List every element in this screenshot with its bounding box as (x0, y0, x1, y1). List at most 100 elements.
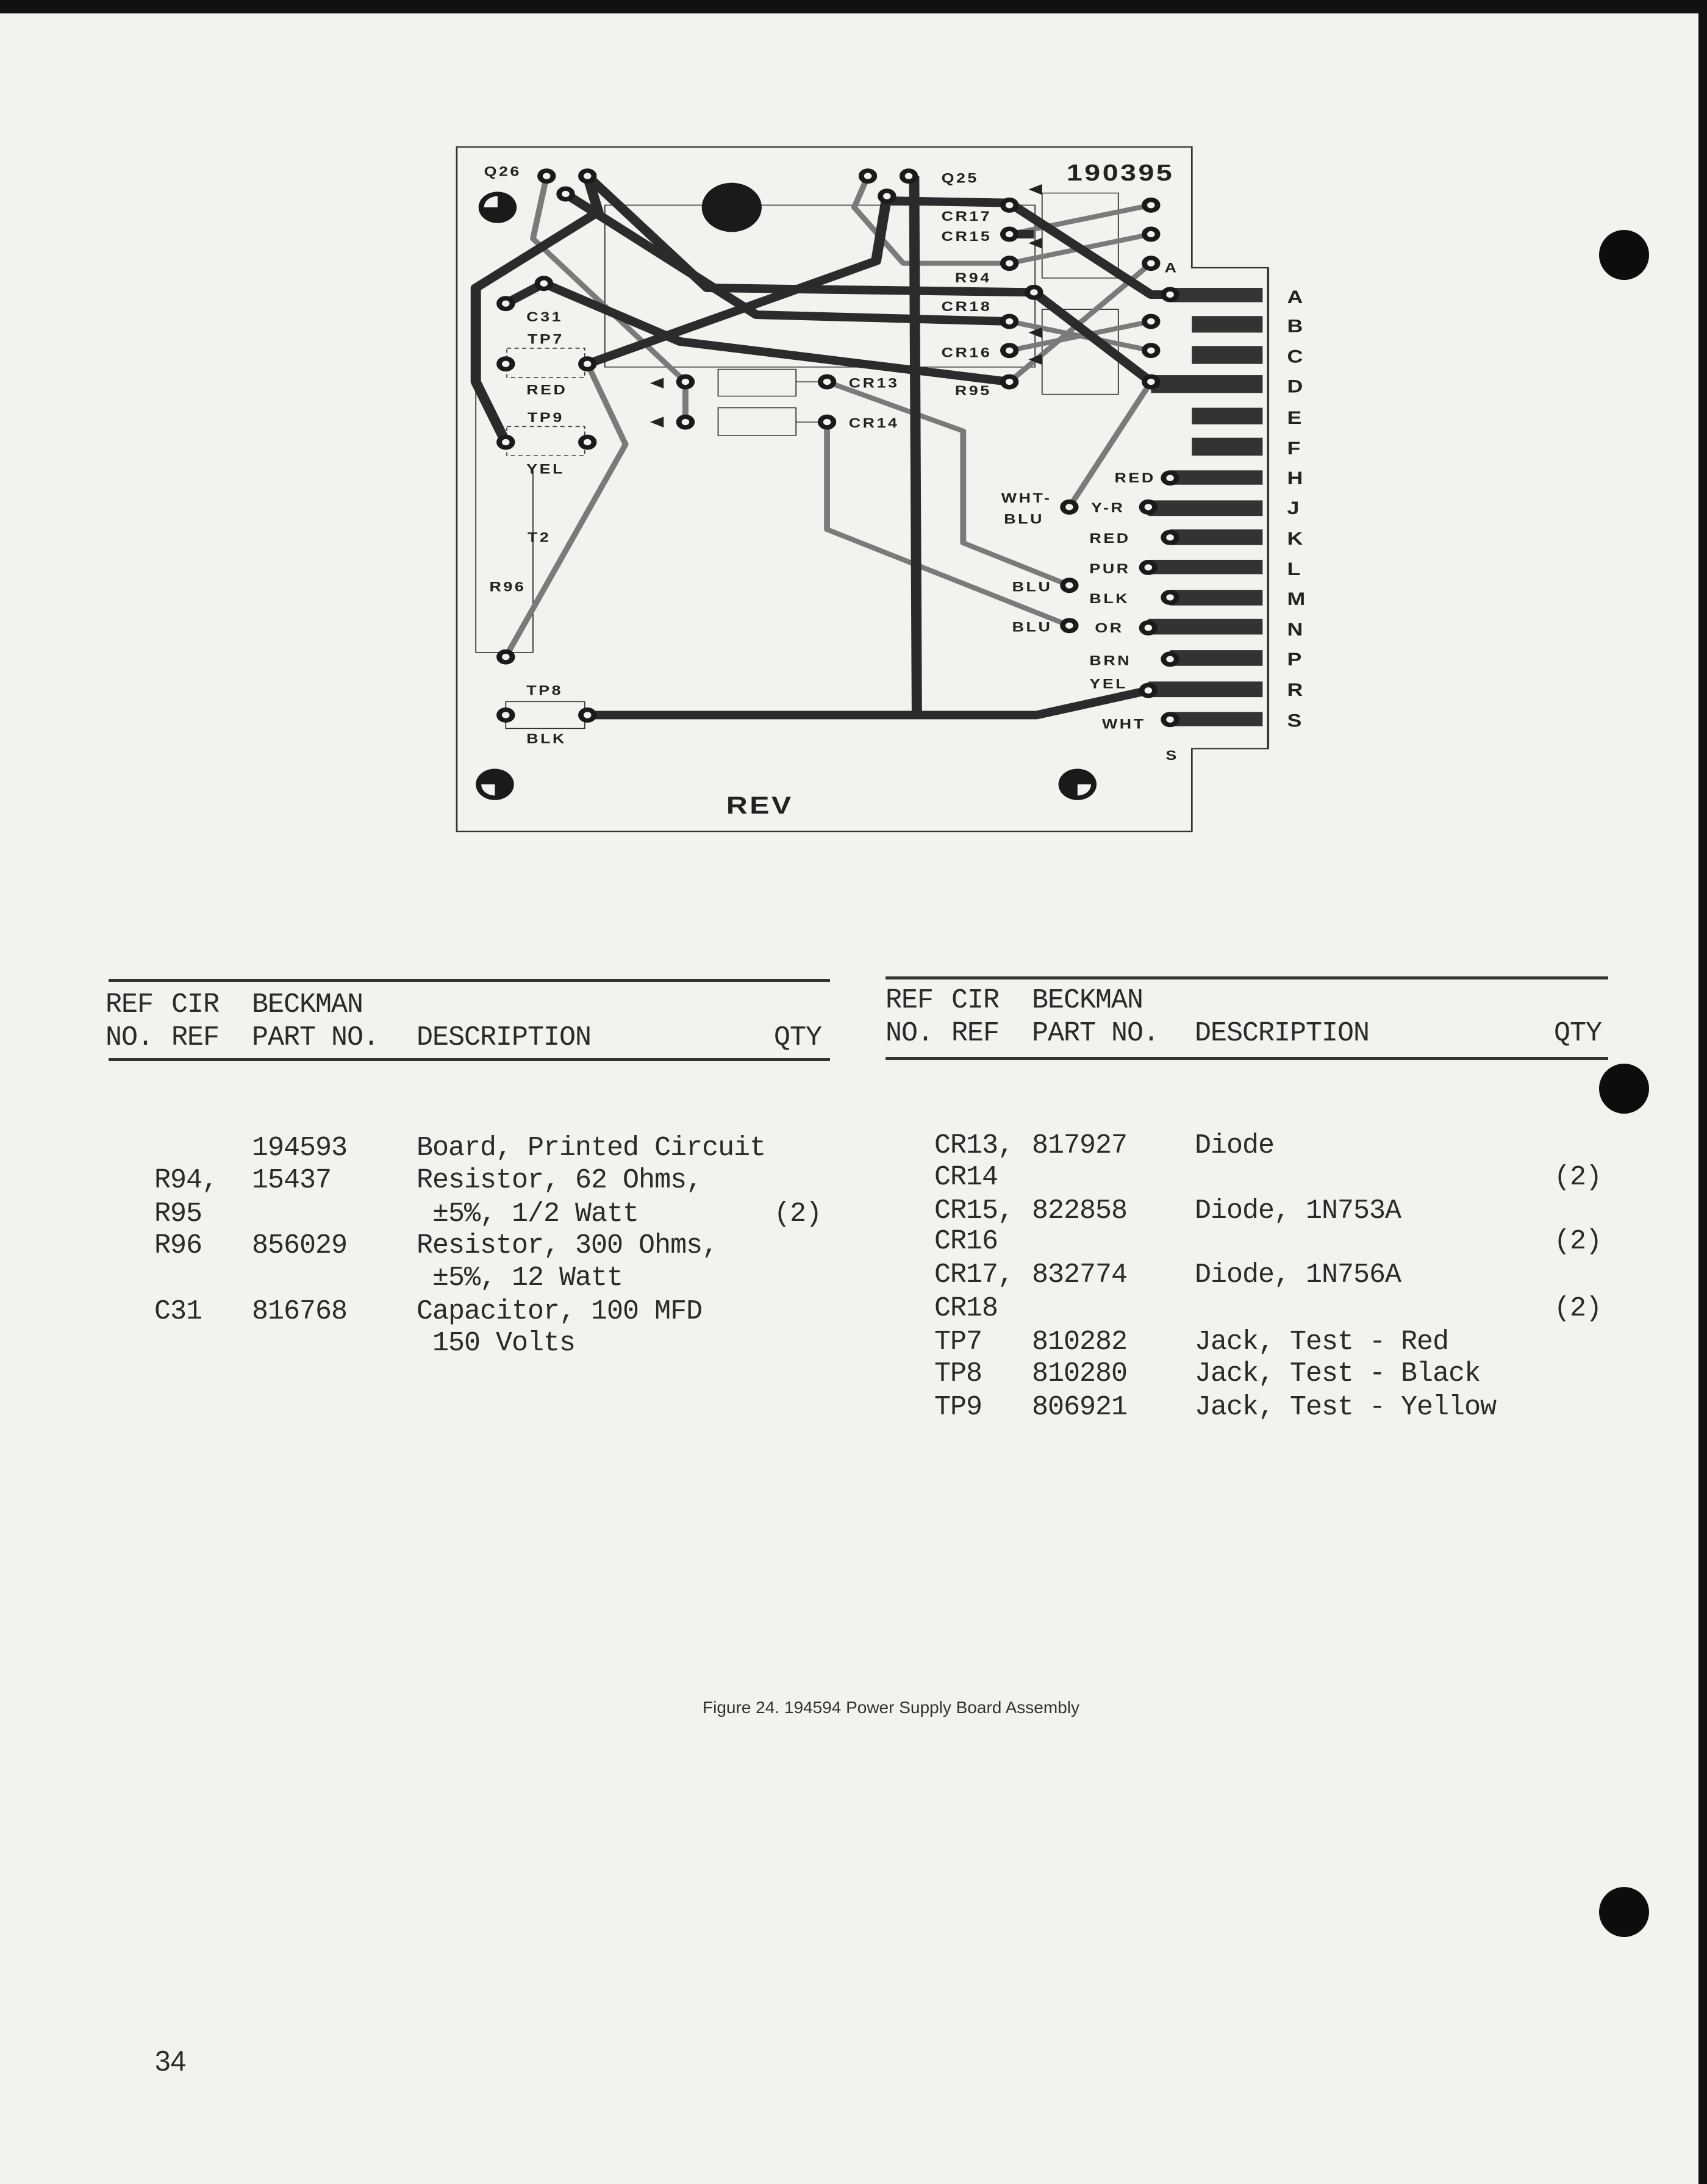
label-tp7: TP7 (528, 332, 564, 347)
solder-pad (1142, 197, 1161, 213)
table-cell-qty: (2) (774, 1198, 822, 1230)
solder-pad (1025, 284, 1043, 300)
label-r95: R95 (955, 384, 992, 398)
wire-label: OR (1095, 621, 1123, 636)
solder-pad (556, 186, 575, 202)
wire-label: PUR (1089, 562, 1130, 576)
table-cell-qty: (2) (1554, 1226, 1602, 1257)
label-cr16: CR16 (942, 346, 992, 360)
wire-label: S (1165, 748, 1178, 763)
label-blk: BLK (526, 732, 567, 746)
connector-pin-label: D (1287, 376, 1305, 396)
header-description: DESCRIPTION (1195, 1018, 1370, 1049)
pin-P (1170, 650, 1263, 666)
table-cell-desc: 150 Volts (417, 1328, 576, 1359)
label-wht-blu: BLU (1004, 512, 1044, 527)
punch-hole (1599, 230, 1649, 280)
solder-pad (1139, 499, 1158, 515)
solder-pad (537, 168, 556, 184)
solder-pad (1000, 374, 1019, 390)
solder-pad (1142, 226, 1161, 242)
solder-pad (1161, 470, 1179, 486)
solder-pad (1060, 578, 1079, 593)
label-q25: Q25 (942, 171, 979, 186)
solder-pad (817, 374, 837, 390)
table-cell-ref: CR13, (934, 1130, 1014, 1161)
table-cell-ref: TP7 (934, 1327, 982, 1358)
pin-D (1151, 375, 1263, 393)
solder-pad (1142, 313, 1161, 329)
table-cell-ref: CR16 (934, 1226, 998, 1257)
label-t2: T2 (528, 531, 551, 545)
table-cell-part: 822858 (1032, 1195, 1128, 1226)
header-qty: QTY (774, 1022, 822, 1053)
mounting-hole (701, 182, 762, 232)
pin-K (1170, 529, 1263, 545)
header-ref-no: REF NO. (106, 989, 154, 1053)
pin-J (1148, 500, 1263, 517)
solder-pad (1161, 712, 1179, 728)
solder-pad (578, 168, 597, 184)
pin-F (1192, 437, 1263, 456)
connector-pin-label: F (1287, 438, 1303, 458)
pin-E (1192, 407, 1263, 424)
table-cell-part: 194593 (252, 1133, 348, 1164)
label-cr14: CR14 (849, 416, 900, 431)
wire-label: YEL (1089, 677, 1128, 692)
solder-pad (1142, 256, 1161, 271)
solder-pad (1139, 620, 1158, 636)
table-cell-qty: (2) (1554, 1162, 1602, 1193)
connector-pin-label: P (1287, 649, 1304, 669)
label-tp9: TP9 (528, 410, 564, 425)
table-cell-ref: CR18 (934, 1293, 998, 1324)
pin-C (1192, 346, 1263, 364)
table-cell-desc: Diode, 1N756A (1195, 1259, 1401, 1291)
solder-pad (858, 168, 878, 184)
pin-M (1170, 590, 1263, 606)
solder-pad (496, 707, 515, 723)
wire-label: WHT (1102, 717, 1146, 732)
pin-B (1192, 316, 1263, 333)
table-cell-part: 810280 (1032, 1358, 1128, 1389)
table-cell-desc: Resistor, 62 Ohms, (417, 1165, 703, 1196)
punch-hole (1599, 1064, 1649, 1114)
label-cr17: CR17 (942, 209, 992, 224)
table-cell-desc: Jack, Test - Black (1195, 1358, 1481, 1389)
solder-pad (1161, 590, 1179, 606)
wire-label: BRN (1089, 653, 1131, 668)
header-ref-no: REF NO. (886, 985, 934, 1049)
label-cr18: CR18 (942, 299, 992, 314)
wire-label: Y-R (1091, 501, 1125, 515)
table-cell-ref: TP8 (934, 1358, 982, 1389)
connector-pin-label: C (1287, 346, 1305, 367)
solder-pad (1060, 499, 1079, 515)
pin-H (1170, 470, 1263, 485)
solder-pad (534, 276, 553, 292)
connector-pin-label: R (1287, 679, 1305, 700)
solder-pad (496, 296, 515, 312)
connector-pin-label: H (1287, 468, 1305, 488)
connector-pin-label: L (1287, 559, 1303, 579)
solder-pad (578, 356, 597, 372)
table-cell-part: 856029 (252, 1230, 348, 1261)
table-cell-ref: R95 (154, 1198, 202, 1230)
solder-pad (578, 434, 597, 450)
rev-label: REV (726, 792, 793, 819)
table-cell-desc: ±5%, 1/2 Watt (417, 1198, 639, 1230)
solder-pad (496, 649, 515, 665)
label-wht-blu: WHT- (1001, 491, 1052, 506)
table-cell-ref: R94, (154, 1165, 218, 1196)
label-cr13: CR13 (849, 376, 900, 391)
table-cell-desc: Capacitor, 100 MFD (417, 1296, 703, 1327)
table-cell-part: 832774 (1032, 1259, 1128, 1291)
solder-pad (878, 188, 896, 204)
header-cir-ref: CIR REF (951, 985, 1000, 1049)
solder-pad (1161, 287, 1179, 303)
solder-pad (1142, 343, 1161, 359)
label-c31: C31 (526, 310, 563, 324)
solder-pad (676, 374, 695, 390)
solder-pad (1000, 343, 1019, 359)
table-rule (886, 976, 1608, 979)
label-a: A (1165, 261, 1179, 276)
header-part-no: BECKMAN PART NO. (1032, 985, 1159, 1049)
